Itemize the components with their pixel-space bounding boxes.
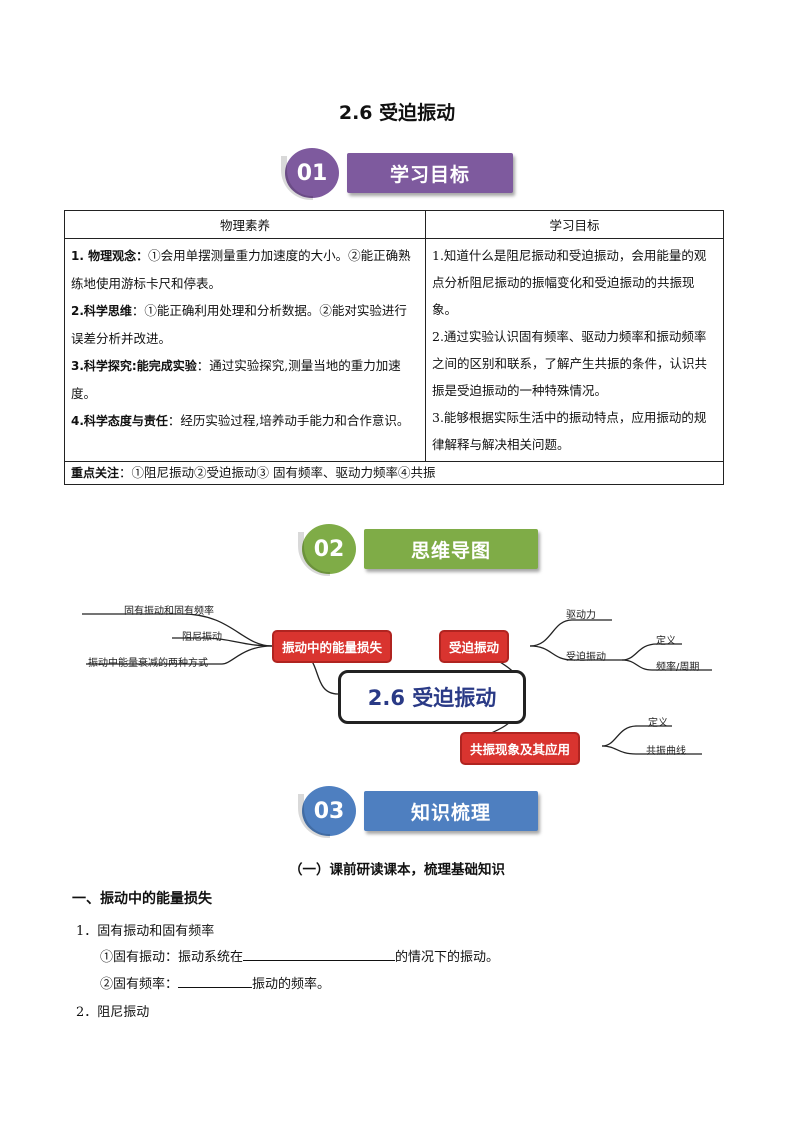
mm-leaf: 频率/周期 xyxy=(656,662,700,673)
mind-map: 固有振动和固有频率 阻尼振动 振动中能量衰减的两种方式 振动中的能量损失 受迫振… xyxy=(82,598,732,768)
mm-leaf: 定义 xyxy=(656,636,676,647)
literacy-cell: 1. 物理观念：①会用单摆测量重力加速度的大小。②能正确熟练地使用游标卡尺和停表… xyxy=(64,238,426,462)
goals-cell: 1.知道什么是阻尼振动和受迫振动，会用能量的观点分析阻尼振动的振幅变化和受迫振动… xyxy=(425,238,724,462)
mm-leaf: 驱动力 xyxy=(566,610,596,621)
literacy-item: 4.科学态度与责任：经历实验过程,培养动手能力和合作意识。 xyxy=(71,413,410,428)
mm-center-node: 2.6 受迫振动 xyxy=(338,670,526,724)
section-banner-03: 03 知识梳理 xyxy=(298,786,544,838)
literacy-item: 3.科学探究:能完成实验：通过实验探究,测量当地的重力加速度。 xyxy=(71,358,401,401)
fill-blank[interactable] xyxy=(243,948,396,961)
learning-goals-table: 物理素养 学习目标 1. 物理观念：①会用单摆测量重力加速度的大小。②能正确熟练… xyxy=(64,210,724,485)
section-banner-02: 02 思维导图 xyxy=(298,524,544,576)
mm-node-resonance: 共振现象及其应用 xyxy=(460,732,581,765)
section-number: 01 xyxy=(281,148,339,200)
goal-item: 3.能够根据实际生活中的振动特点，应用振动的规律解释与解决相关问题。 xyxy=(432,410,707,452)
goal-item: 1.知道什么是阻尼振动和受迫振动，会用能量的观点分析阻尼振动的振幅变化和受迫振动… xyxy=(432,248,707,317)
mm-node-energy-loss: 振动中的能量损失 xyxy=(272,630,393,663)
subheading: （一）课前研读课本，梳理基础知识 xyxy=(289,862,505,878)
section-number: 02 xyxy=(298,524,356,576)
mm-leaf: 共振曲线 xyxy=(646,746,686,757)
mm-leaf: 受迫振动 xyxy=(566,652,606,663)
literacy-item: 2.科学思维：①能正确利用处理和分析数据。②能对实验进行误差分析并改进。 xyxy=(71,303,407,346)
section-label: 学习目标 xyxy=(347,153,513,193)
mm-leaf: 定义 xyxy=(648,718,668,729)
fill-blank[interactable] xyxy=(178,975,253,988)
item-natural-vibration: 1．固有振动和固有频率 xyxy=(76,924,215,939)
table-header-goals: 学习目标 xyxy=(425,210,724,239)
goal-item: 2.通过实验认识固有频率、驱动力频率和振动频率之间的区别和联系，了解产生共振的条… xyxy=(432,329,708,398)
heading-energy-loss: 一、振动中的能量损失 xyxy=(72,891,212,907)
section-banner-01: 01 学习目标 xyxy=(281,148,521,200)
item-natural-frequency-def: ②固有频率：振动的频率。 xyxy=(100,975,331,992)
mm-leaf: 振动中能量衰减的两种方式 xyxy=(88,658,208,669)
page-title: 2.6 受迫振动 xyxy=(338,102,456,124)
table-header-literacy: 物理素养 xyxy=(64,210,426,239)
item-natural-vibration-def: ①固有振动：振动系统在的情况下的振动。 xyxy=(100,948,500,965)
focus-row: 重点关注：①阻尼振动②受迫振动③ 固有频率、驱动力频率④共振 xyxy=(64,461,724,485)
mm-leaf: 阻尼振动 xyxy=(182,632,222,643)
literacy-item: 1. 物理观念：①会用单摆测量重力加速度的大小。②能正确熟练地使用游标卡尺和停表… xyxy=(71,248,411,291)
mm-leaf: 固有振动和固有频率 xyxy=(124,606,214,617)
mm-node-forced-vibration: 受迫振动 xyxy=(439,630,510,663)
section-label: 知识梳理 xyxy=(364,791,538,831)
section-label: 思维导图 xyxy=(364,529,538,569)
item-damped-vibration: 2．阻尼振动 xyxy=(76,1005,150,1020)
section-number: 03 xyxy=(298,786,356,838)
